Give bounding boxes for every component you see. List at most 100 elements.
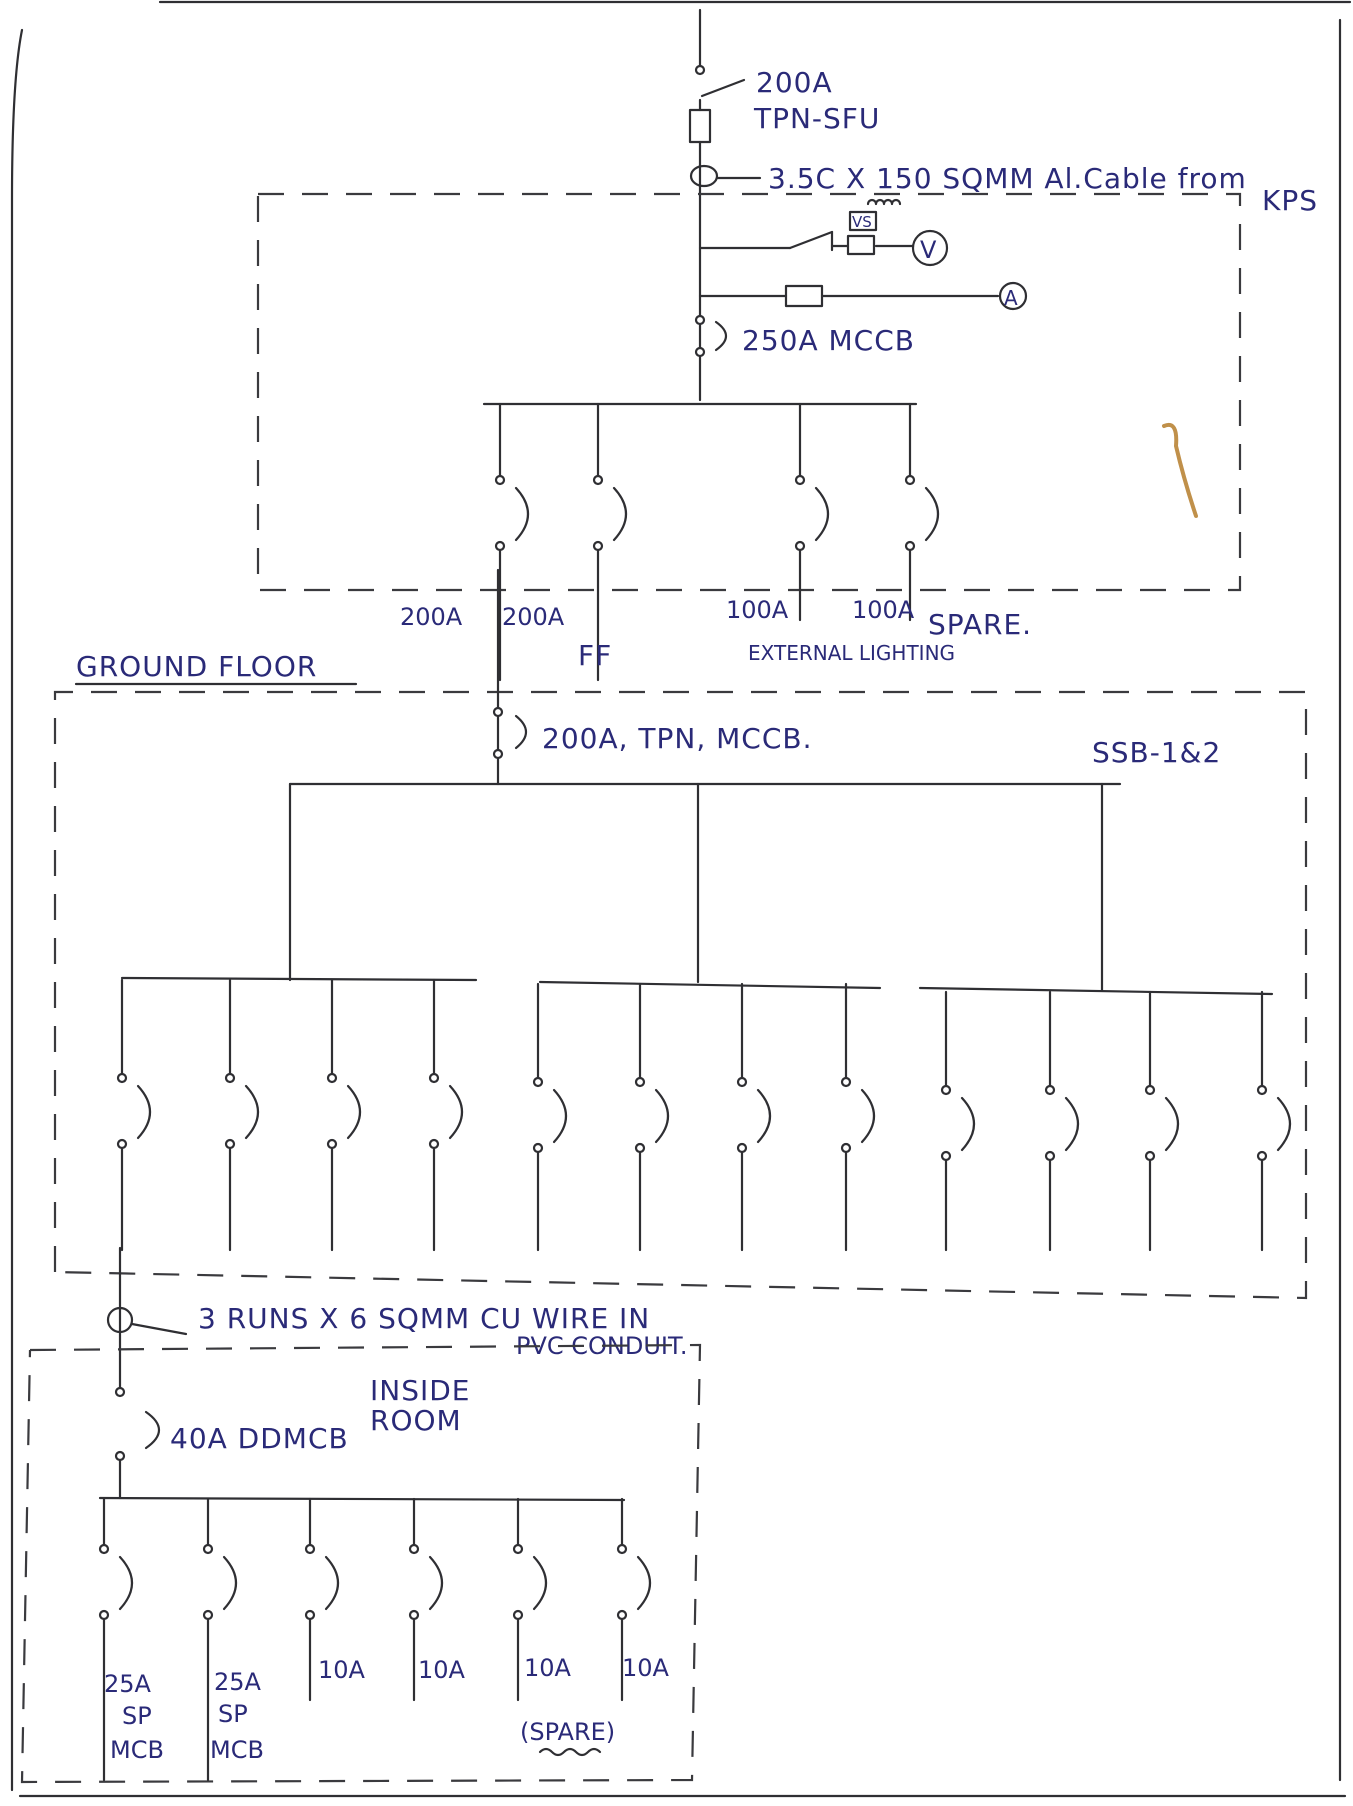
- gf-outgoing-6-arc: [654, 1088, 669, 1144]
- gf-outgoing-11-terminal-top: [1144, 1084, 1156, 1096]
- gf-outgoing-1-terminal-top: [116, 1072, 128, 1084]
- gf-busbar-group-1: [120, 976, 478, 982]
- outgoing-2-label: FF: [578, 639, 612, 672]
- gf-outgoing-7-terminal-top: [736, 1076, 748, 1088]
- incoming-cable-label: 3.5C X 150 SQMM Al.Cable from: [768, 162, 1247, 195]
- room-db-title-line1: INSIDE: [370, 1374, 471, 1407]
- gf-outgoing-3-arc: [346, 1084, 361, 1140]
- ground-floor-panel: GROUND FLOOR 200A, TPN, MCCB. SSB-1&2 3 …: [53, 568, 1308, 1392]
- gf-outgoing-9-arc: [960, 1096, 975, 1152]
- main-mccb-arc: [714, 320, 728, 352]
- room-db-boundary: [20, 1343, 702, 1784]
- gf-outgoing-4-terminal-bottom: [428, 1138, 440, 1150]
- voltmeter-symbol: V: [920, 236, 937, 264]
- gf-outgoing-12-arc: [1276, 1096, 1291, 1152]
- outgoing-1-rating: 200A: [400, 603, 463, 631]
- room-outgoing-breakers: [98, 1497, 651, 1782]
- voltmeter-selector-switch: [788, 230, 834, 250]
- gf-outgoing-6-terminal-bottom: [634, 1142, 646, 1154]
- main-outgoing-2-terminal-top: [592, 474, 604, 486]
- room-out-6-rating: 10A: [622, 1654, 670, 1682]
- gf-outgoing-9-terminal-top: [940, 1084, 952, 1096]
- gf-outgoing-12-terminal-top: [1256, 1084, 1268, 1096]
- room-out-1-rating: 25A: [104, 1670, 152, 1698]
- gf-outgoing-2-arc: [244, 1084, 259, 1140]
- gf-outgoing-4-arc: [448, 1084, 463, 1140]
- main-outgoing-1-arc: [514, 486, 529, 542]
- room-outgoing-4-terminal-bottom: [408, 1609, 420, 1621]
- room-outgoing-1-terminal-top: [98, 1543, 110, 1555]
- gf-outgoing-10-arc: [1064, 1096, 1079, 1152]
- main-panel-boundary: [256, 192, 1242, 592]
- room-outgoing-5-terminal-bottom: [512, 1609, 524, 1621]
- main-mccb-terminal-bottom: [694, 346, 706, 358]
- sfu-rating-label: 200A: [756, 66, 833, 99]
- gf-outgoing-10-terminal-top: [1044, 1084, 1056, 1096]
- room-db-busbar: [98, 1496, 626, 1502]
- room-out-1-type: SP: [122, 1702, 152, 1730]
- outgoing-4-label: SPARE.: [928, 608, 1032, 641]
- main-outgoing-3-terminal-bottom: [794, 540, 806, 552]
- gf-outgoing-3-terminal-bottom: [326, 1138, 338, 1150]
- feeder-cable-label: 3 RUNS X 6 SQMM CU WIRE IN: [198, 1302, 650, 1335]
- gf-outgoing-4-terminal-top: [428, 1072, 440, 1084]
- gf-mccb-terminal-top: [492, 706, 504, 718]
- main-outgoing-3-arc: [814, 486, 829, 542]
- feeder-cable-icon: [106, 1306, 134, 1334]
- sheet-left-edge: [10, 28, 24, 1792]
- cable-termination-icon: [689, 164, 719, 188]
- gf-outgoing-9-terminal-bottom: [940, 1150, 952, 1162]
- gf-outgoing-7-terminal-bottom: [736, 1142, 748, 1154]
- gf-outgoing-8-terminal-bottom: [840, 1142, 852, 1154]
- main-mccb-terminal-top: [694, 314, 706, 326]
- room-outgoing-2-arc: [222, 1555, 237, 1611]
- main-outgoing-2-arc: [612, 486, 627, 542]
- gf-outgoing-10-terminal-bottom: [1044, 1150, 1056, 1162]
- sfu-fuse-symbol: [688, 108, 712, 144]
- outgoing-4-rating: 100A: [852, 596, 915, 624]
- room-spare-label: (SPARE): [520, 1718, 615, 1746]
- gf-outgoing-12-terminal-bottom: [1256, 1150, 1268, 1162]
- main-outgoing-2-terminal-bottom: [592, 540, 604, 552]
- gf-busbar-group-3: [918, 986, 1274, 996]
- gf-mccb-terminal-bottom: [492, 748, 504, 760]
- gf-outgoing-8-terminal-top: [840, 1076, 852, 1088]
- main-outgoing-1-terminal-bottom: [494, 540, 506, 552]
- room-out-2-device: MCB: [210, 1736, 264, 1764]
- gf-outgoing-1-terminal-bottom: [116, 1138, 128, 1150]
- gf-outgoing-2-terminal-bottom: [224, 1138, 236, 1150]
- gf-outgoing-breakers: [116, 978, 1291, 1252]
- room-out-2-rating: 25A: [214, 1668, 262, 1696]
- main-outgoing-1-terminal-top: [494, 474, 506, 486]
- room-outgoing-3-terminal-top: [304, 1543, 316, 1555]
- room-outgoing-2-terminal-bottom: [202, 1609, 214, 1621]
- room-outgoing-3-arc: [324, 1555, 339, 1611]
- room-outgoing-4-terminal-top: [408, 1543, 420, 1555]
- main-outgoing-4-arc: [924, 486, 939, 542]
- room-db-title-line2: ROOM: [370, 1404, 462, 1437]
- cable-source-label: KPS: [1262, 184, 1318, 217]
- sfu-terminal-top: [694, 64, 706, 76]
- gf-outgoing-5-terminal-top: [532, 1076, 544, 1088]
- feeder-leader-line: [130, 1322, 188, 1336]
- vs-box: [848, 210, 878, 232]
- room-outgoing-5-arc: [532, 1555, 547, 1611]
- room-out-5-rating: 10A: [524, 1654, 572, 1682]
- main-outgoing-3-terminal-top: [794, 474, 806, 486]
- gf-outgoing-6-terminal-top: [634, 1076, 646, 1088]
- ct-symbol: [784, 284, 824, 308]
- gf-mccb-label: 200A, TPN, MCCB.: [542, 722, 813, 755]
- room-outgoing-4-arc: [428, 1555, 443, 1611]
- outgoing-3-rating: 100A: [726, 596, 789, 624]
- gf-mccb-arc: [514, 714, 528, 750]
- room-dp-mcb-terminal-top: [114, 1386, 126, 1398]
- incomer-section: VS V A 200A TPN-SFU 3.5C X 150 SQMM Al.C…: [688, 8, 1318, 402]
- vs-label: VS: [852, 213, 872, 231]
- sfu-switch-blade: [700, 78, 746, 98]
- voltmeter-icon: [911, 229, 949, 267]
- main-outgoing-breakers: [494, 402, 939, 682]
- room-out-2-type: SP: [218, 1700, 248, 1728]
- ammeter-icon: [998, 281, 1028, 311]
- gf-outgoing-3-terminal-top: [326, 1072, 338, 1084]
